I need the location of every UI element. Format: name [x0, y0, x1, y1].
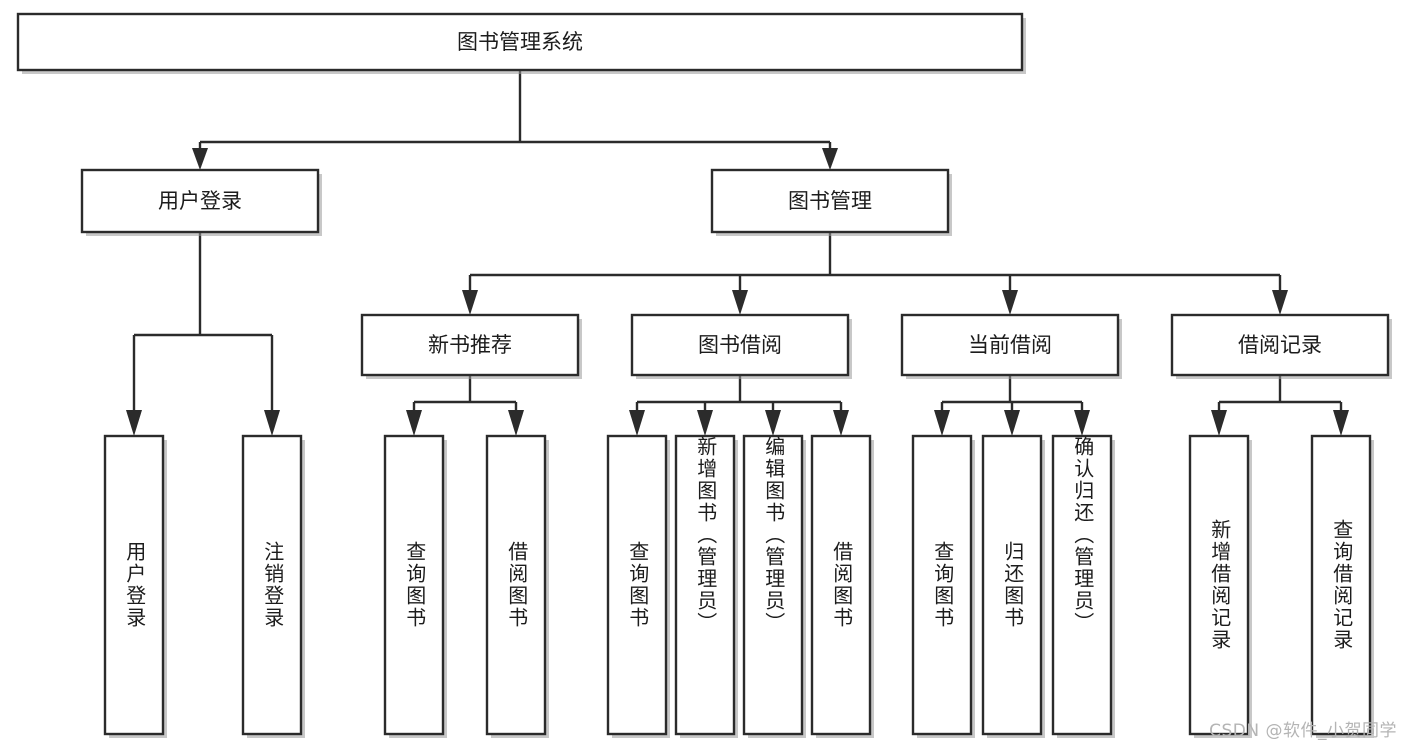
node-leaf-query-book-3-box[interactable] — [911, 434, 973, 736]
node-leaf-user-logout-box[interactable] — [241, 434, 303, 736]
node-leaf-edit-book-box[interactable] — [742, 434, 804, 736]
arrow-head-leaf-query-book-2 — [629, 410, 645, 436]
node-leaf-borrow-book-1-box[interactable] — [485, 434, 547, 736]
node-leaf-user-login[interactable] — [103, 434, 167, 738]
node-leaf-confirm-return[interactable] — [1051, 434, 1115, 738]
node-book-borrow[interactable]: 图书借阅 — [630, 313, 852, 379]
node-leaf-add-book[interactable] — [674, 434, 738, 738]
node-leaf-borrow-book-1[interactable] — [485, 434, 549, 738]
node-leaf-query-record-box[interactable] — [1310, 434, 1372, 736]
node-borrow-record-box[interactable] — [1170, 313, 1390, 377]
node-book-manage[interactable]: 图书管理 — [710, 168, 952, 236]
arrow-head-leaf-confirm-return — [1074, 410, 1090, 436]
node-root[interactable]: 图书管理系统 — [16, 12, 1026, 74]
node-leaf-user-logout[interactable] — [241, 434, 305, 738]
arrow-head-leaf-query-book-3 — [934, 410, 950, 436]
node-current-borrow[interactable]: 当前借阅 — [900, 313, 1122, 379]
node-book-borrow-label: 图书借阅 — [698, 333, 782, 357]
arrow-head-leaf-user-logout — [264, 410, 280, 436]
node-leaf-query-record[interactable] — [1310, 434, 1374, 738]
node-leaf-add-book-box[interactable] — [674, 434, 736, 736]
node-leaf-add-record-box[interactable] — [1188, 434, 1250, 736]
arrow-head-current-borrow — [1002, 290, 1018, 315]
arrow-head-leaf-edit-book — [765, 410, 781, 436]
node-leaf-borrow-book-2-box[interactable] — [810, 434, 872, 736]
node-user-login-box[interactable] — [80, 168, 320, 234]
node-user-login[interactable]: 用户登录 — [80, 168, 322, 236]
node-borrow-record-label: 借阅记录 — [1238, 333, 1322, 357]
node-book-manage-label: 图书管理 — [788, 189, 872, 213]
arrow-head-book-manage — [822, 148, 838, 170]
csdn-watermark: CSDN @软件_小贺同学 — [1209, 721, 1397, 741]
arrow-head-user-login — [192, 148, 208, 170]
arrow-head-leaf-add-book — [697, 410, 713, 436]
connector-layer — [126, 70, 1349, 436]
arrow-head-borrow-record — [1272, 290, 1288, 315]
node-leaf-add-record[interactable] — [1188, 434, 1252, 738]
node-user-login-label: 用户登录 — [158, 189, 242, 213]
node-leaf-user-login-box[interactable] — [103, 434, 165, 736]
arrow-head-leaf-query-record — [1333, 410, 1349, 436]
node-leaf-query-book-3[interactable] — [911, 434, 975, 738]
arrow-head-leaf-user-login — [126, 410, 142, 436]
node-new-book-recommend[interactable]: 新书推荐 — [360, 313, 582, 379]
arrow-head-leaf-return-book — [1004, 410, 1020, 436]
node-leaf-query-book-2-box[interactable] — [606, 434, 668, 736]
node-book-borrow-box[interactable] — [630, 313, 850, 377]
leaf-nodes — [103, 434, 1374, 738]
node-leaf-return-book-box[interactable] — [981, 434, 1043, 736]
node-leaf-return-book[interactable] — [981, 434, 1045, 738]
node-current-borrow-label: 当前借阅 — [968, 333, 1052, 357]
node-leaf-edit-book[interactable] — [742, 434, 806, 738]
node-book-manage-box[interactable] — [710, 168, 950, 234]
node-leaf-query-book-2[interactable] — [606, 434, 670, 738]
node-leaf-confirm-return-box[interactable] — [1051, 434, 1113, 736]
node-borrow-record[interactable]: 借阅记录 — [1170, 313, 1392, 379]
arrow-head-leaf-borrow-book-2 — [833, 410, 849, 436]
node-root-label: 图书管理系统 — [457, 30, 583, 54]
node-current-borrow-box[interactable] — [900, 313, 1120, 377]
arrow-head-leaf-add-record — [1211, 410, 1227, 436]
node-new-book-recommend-label: 新书推荐 — [428, 333, 512, 357]
arrow-head-book-borrow — [732, 290, 748, 315]
node-leaf-query-book-1-box[interactable] — [383, 434, 445, 736]
arrow-head-new-book-recommend — [462, 290, 478, 315]
node-layer: 图书管理系统 用户登录 图书管理 新书推荐 — [16, 12, 1392, 738]
arrow-head-leaf-query-book-1 — [406, 410, 422, 436]
node-leaf-borrow-book-2[interactable] — [810, 434, 874, 738]
node-leaf-query-book-1[interactable] — [383, 434, 447, 738]
node-new-book-recommend-box[interactable] — [360, 313, 580, 377]
node-root-box[interactable] — [16, 12, 1024, 72]
arrow-head-leaf-borrow-book-1 — [508, 410, 524, 436]
